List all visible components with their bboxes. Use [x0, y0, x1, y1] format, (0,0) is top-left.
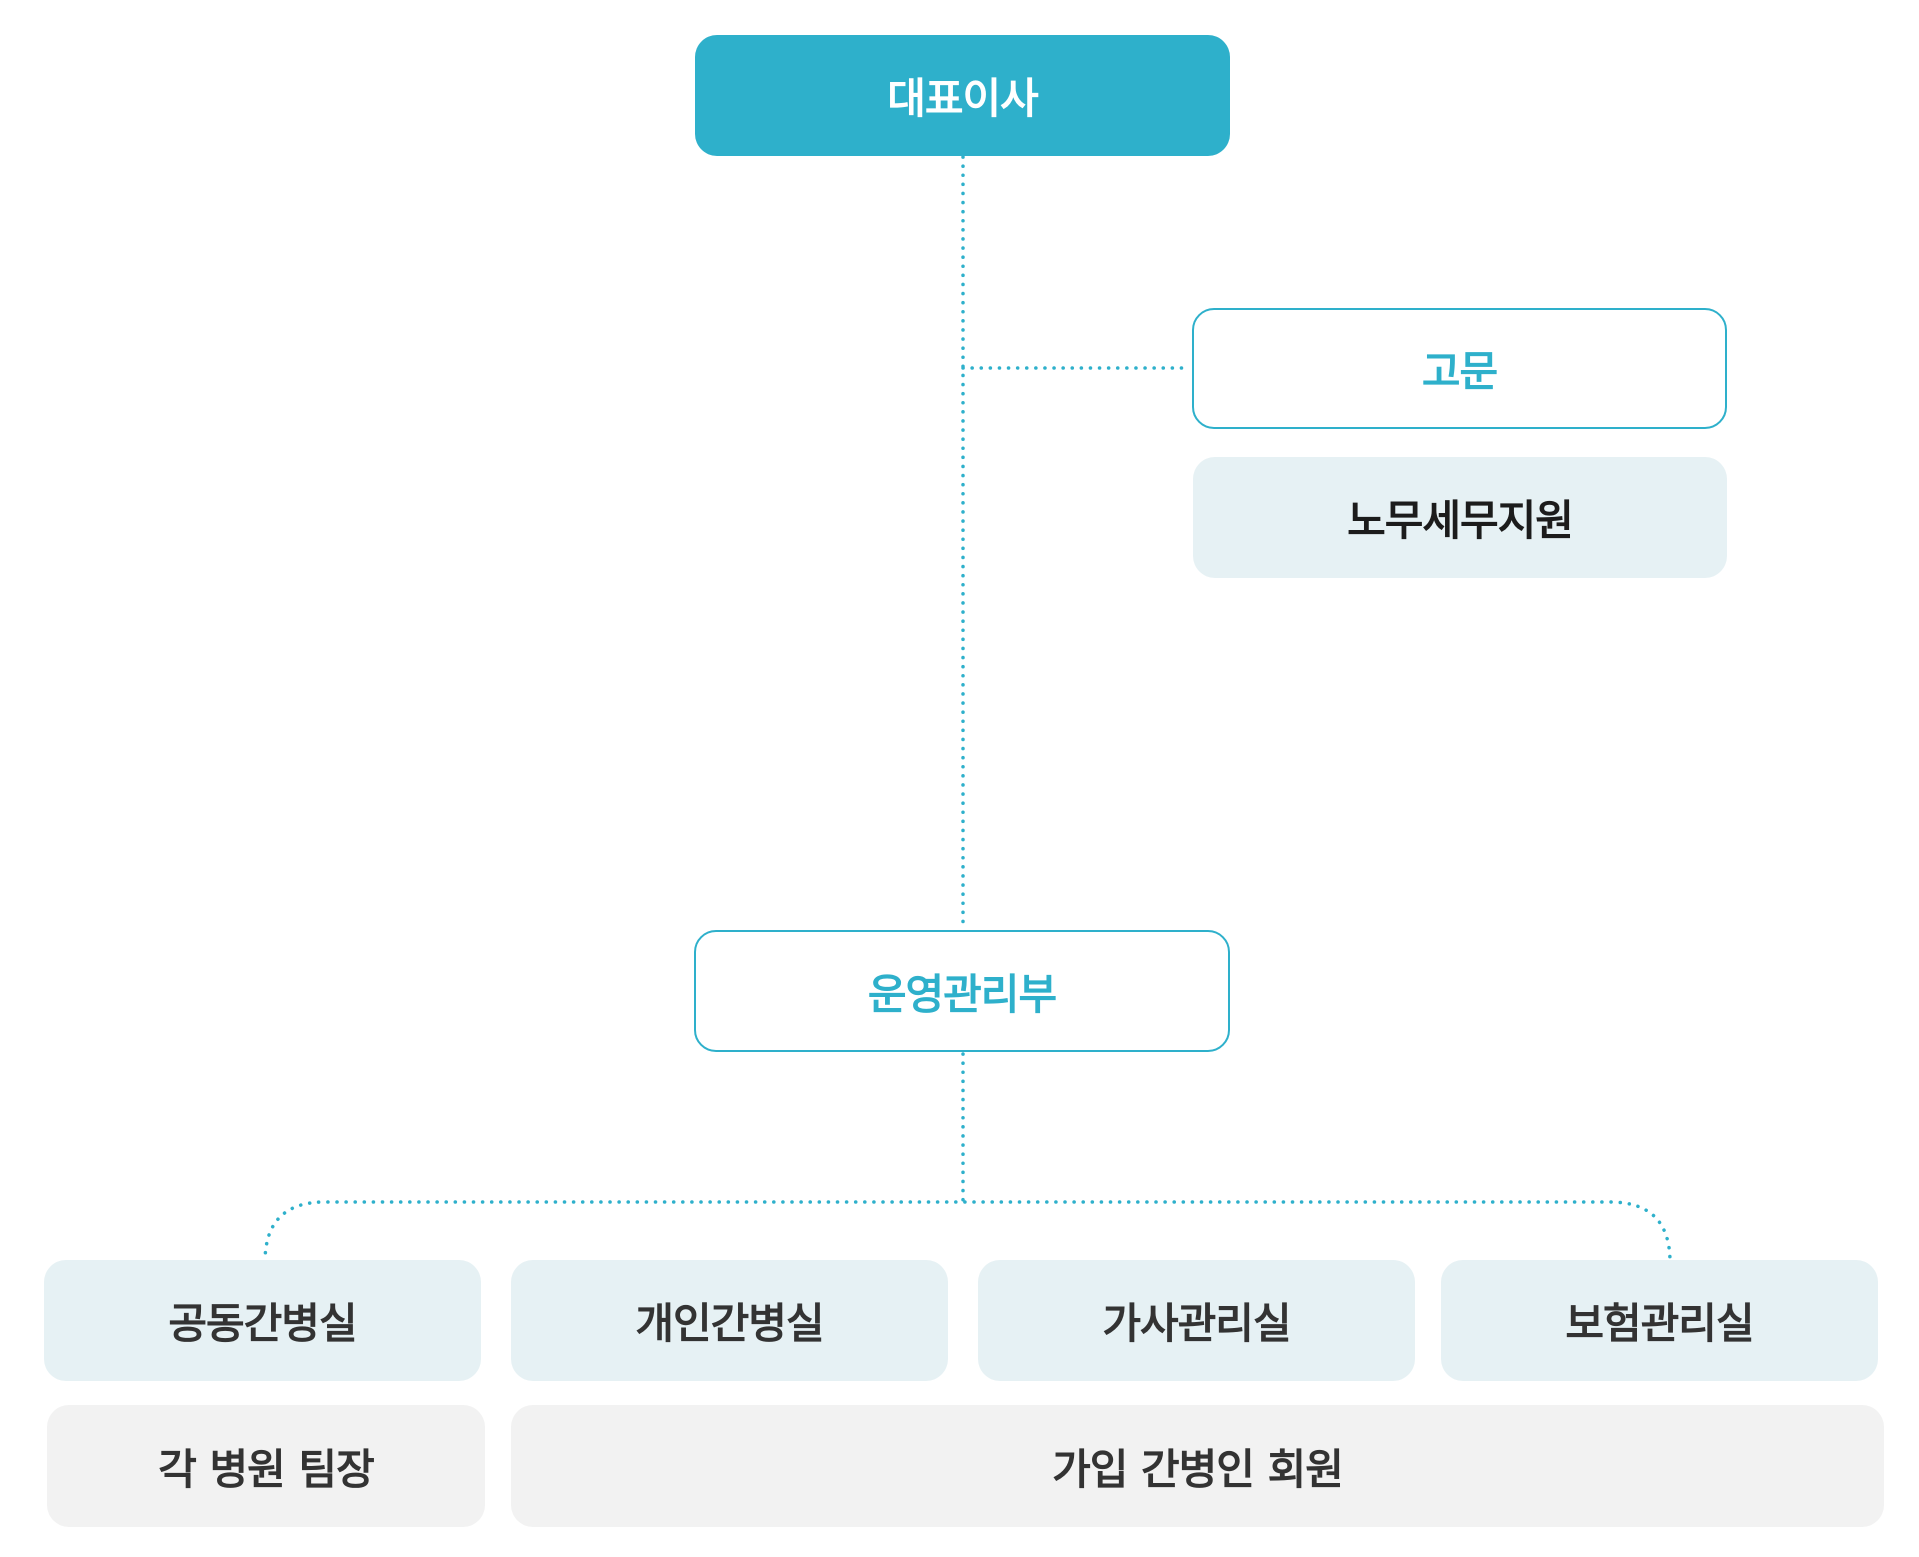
advisor-box: 고문	[1192, 308, 1727, 429]
department-label: 개인간병실	[635, 1299, 824, 1348]
advisor-support-box: 노무세무지원	[1193, 457, 1727, 578]
ceo-box: 대표이사	[695, 35, 1230, 156]
advisor-label: 고문	[1421, 347, 1498, 396]
team-leaders-box: 각 병원 팀장	[47, 1405, 485, 1527]
department-box-insurance: 보험관리실	[1441, 1260, 1878, 1381]
connector-departments-bus	[263, 1200, 1672, 1264]
department-label: 보험관리실	[1565, 1299, 1754, 1348]
caregiver-members-box: 가입 간병인 회원	[511, 1405, 1884, 1527]
department-label: 가사관리실	[1102, 1299, 1291, 1348]
ceo-label: 대표이사	[887, 74, 1039, 123]
team-leaders-label: 각 병원 팀장	[158, 1444, 374, 1494]
department-label: 공동간병실	[168, 1299, 357, 1348]
advisor-support-label: 노무세무지원	[1347, 496, 1574, 545]
operations-label: 운영관리부	[867, 969, 1057, 1019]
department-box-private-care: 개인간병실	[511, 1260, 948, 1381]
department-box-housekeeping: 가사관리실	[978, 1260, 1415, 1381]
operations-box: 운영관리부	[694, 930, 1230, 1052]
department-box-shared-care: 공동간병실	[44, 1260, 481, 1381]
caregiver-members-label: 가입 간병인 회원	[1052, 1444, 1344, 1494]
